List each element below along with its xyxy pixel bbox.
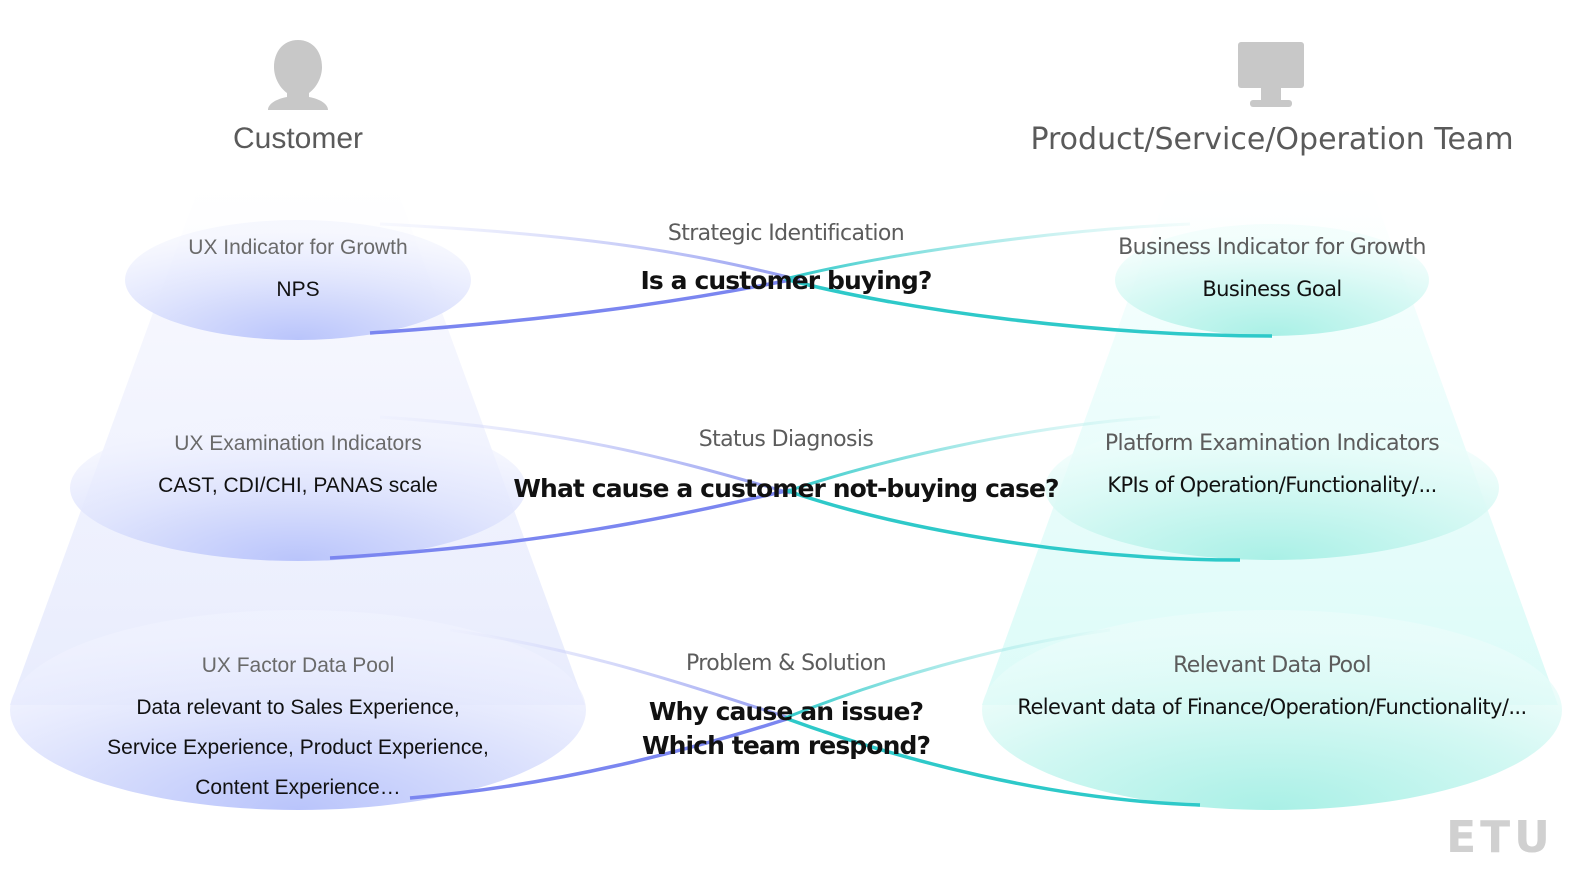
team-level-ellipse [1115,224,1429,336]
customer-level-desc: Service Experience, Product Experience, [107,736,489,759]
link-line-customer-top [449,628,791,720]
person-icon [268,40,328,110]
customer-title: Customer [232,122,364,155]
customer-level-ellipse [10,610,586,810]
link-line-customer-bottom [409,716,791,800]
link-question: Is a customer buying? [640,266,933,295]
customer-level-desc: CAST, CDI/CHI, PANAS scale [158,474,438,497]
team-level-title: Relevant Data Pool [1173,653,1371,678]
link-line-customer-top [379,222,801,282]
link-question: Which team respond? [641,731,931,760]
team-level-title: Business Indicator for Growth [1118,235,1426,260]
link-label: Status Diagnosis [698,427,874,452]
etu-logo: ETU [1446,812,1554,863]
team-level-desc: Business Goal [1202,277,1342,301]
link-label: Problem & Solution [686,651,887,676]
team-level-ellipse [982,610,1562,810]
customer-level-title: UX Factor Data Pool [201,654,395,677]
customer-level-title: UX Examination Indicators [174,432,422,455]
link-line-customer-top [379,415,791,495]
monitor-icon [1238,42,1304,107]
link-line-customer-bottom [329,488,791,560]
link-line-team-bottom [784,716,1201,807]
link-line-team-bottom [784,488,1241,562]
customer-level-desc: NPS [276,278,320,301]
link-question: Why cause an issue? [648,697,924,726]
team-title: Product/Service/Operation Team [1030,122,1514,157]
team-level-desc: KPIs of Operation/Functionality/... [1107,473,1437,497]
customer-level-desc: Data relevant to Sales Experience, [136,696,460,719]
team-level-desc: Relevant data of Finance/Operation/Funct… [1017,695,1527,719]
link-line-customer-bottom [369,278,791,335]
link-line-team-top [784,415,1161,494]
customer-level-title: UX Indicator for Growth [188,236,408,259]
team-level-ellipse [1045,416,1499,560]
link-line-team-top [784,628,1111,720]
link-label: Strategic Identification [667,221,905,246]
customer-level-desc: Content Experience… [195,776,401,799]
customer-level-ellipse [125,220,471,340]
link-line-team-bottom [784,277,1273,338]
link-line-team-top [784,222,1191,281]
customer-level-ellipse [70,415,526,561]
link-question: What cause a customer not-buying case? [513,474,1059,503]
team-level-title: Platform Examination Indicators [1104,431,1440,456]
